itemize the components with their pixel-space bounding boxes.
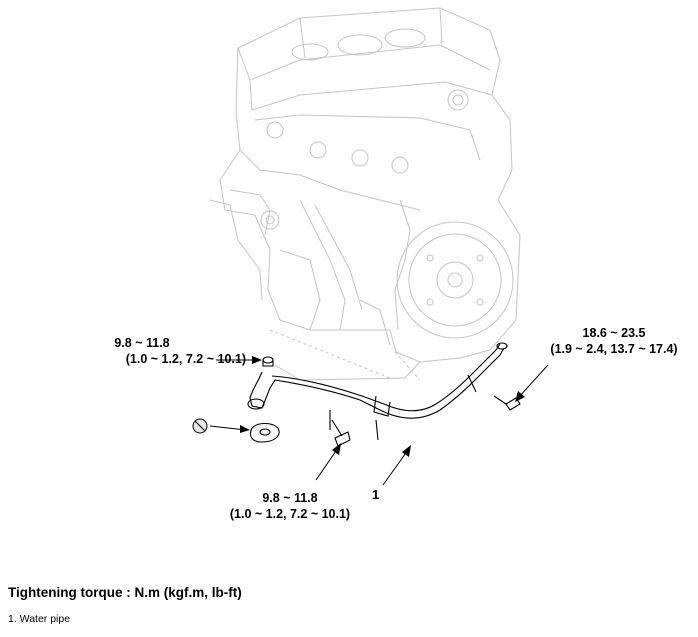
torque-callout-top-right-line2: (1.9 ~ 2.4, 13.7 ~ 17.4): [550, 342, 678, 356]
torque-callout-bottom-line1: 9.8 ~ 11.8: [262, 491, 318, 505]
water-pipe: [247, 342, 508, 441]
bolt-bottom: [331, 419, 351, 447]
legend: 1. Water pipe: [8, 613, 70, 625]
bolt-right: [493, 395, 521, 411]
gasket: [249, 422, 280, 443]
engine-illustration: [209, 7, 521, 381]
torque-callout-top-left-line2: (1.0 ~ 1.2, 7.2 ~ 10.1): [125, 352, 246, 366]
do-not-reuse-icon: [192, 418, 208, 434]
torque-callout-bottom-line2: (1.0 ~ 1.2, 7.2 ~ 10.1): [229, 507, 351, 521]
part-number-label: 1: [372, 487, 380, 502]
torque-callout-bottom: 9.8 ~ 11.8 (1.0 ~ 1.2, 7.2 ~ 10.1): [205, 490, 375, 522]
callout-arrows: [209, 356, 549, 486]
engine-water-pipe-diagram: [192, 7, 549, 486]
nut-top-left: [262, 356, 274, 367]
torque-title: Tightening torque : N.m (kgf.m, lb-ft): [8, 585, 242, 600]
torque-callout-top-left: 9.8 ~ 11.8 (1.0 ~ 1.2, 7.2 ~ 10.1): [46, 335, 246, 367]
torque-callout-top-right-line1: 18.6 ~ 23.5: [582, 326, 646, 340]
torque-callout-top-right: 18.6 ~ 23.5 (1.9 ~ 2.4, 13.7 ~ 17.4): [530, 325, 698, 357]
legend-item: 1. Water pipe: [8, 613, 71, 625]
torque-callout-top-left-line1: 9.8 ~ 11.8: [114, 336, 170, 350]
